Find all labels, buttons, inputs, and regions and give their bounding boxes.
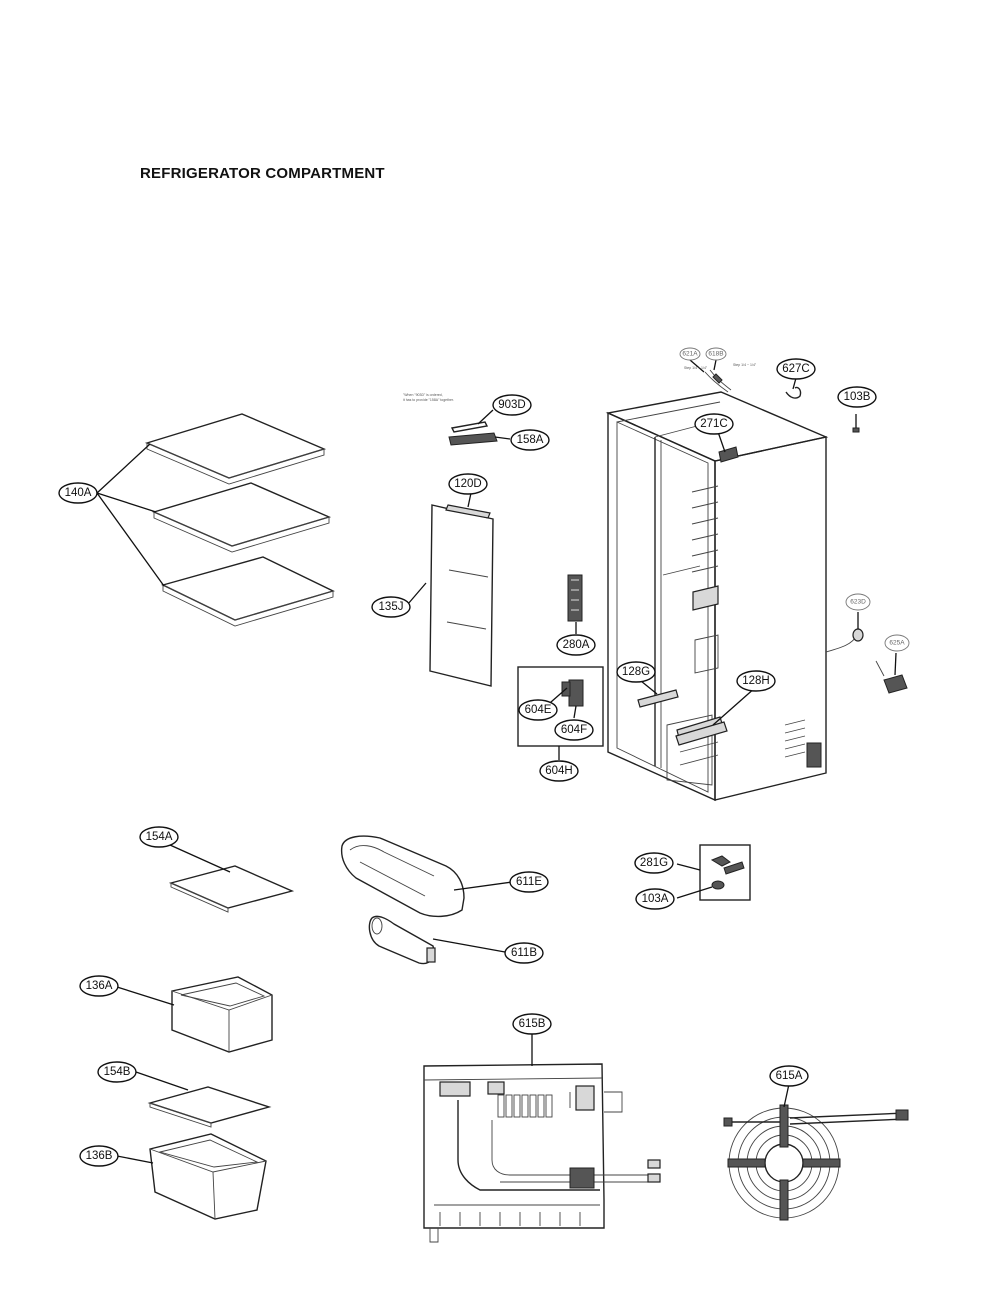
crisper-drawer-136A <box>171 976 273 1053</box>
callout-611E[interactable]: 611E <box>509 871 549 893</box>
callout-135J[interactable]: 135J <box>371 596 411 618</box>
part-128H <box>675 721 728 746</box>
svg-text:136B: 136B <box>86 1150 113 1162</box>
panel-135J <box>429 504 494 687</box>
shelf-154B <box>147 1086 272 1128</box>
screw-103B <box>852 414 860 433</box>
svg-text:281G: 281G <box>640 857 668 869</box>
glass-shelves-140A <box>144 413 335 627</box>
svg-text:618B: 618B <box>708 351 723 358</box>
svg-text:120D: 120D <box>454 478 482 490</box>
svg-text:604E: 604E <box>525 704 552 716</box>
svg-text:903D: 903D <box>498 399 526 411</box>
part-281G <box>710 855 745 875</box>
callout-128G[interactable]: 128G <box>616 661 656 683</box>
callout-136A[interactable]: 136A <box>79 975 119 997</box>
svg-text:604H: 604H <box>545 765 573 777</box>
svg-text:158A: 158A <box>517 434 544 446</box>
fan-guard-615A <box>723 1104 909 1221</box>
note-line-1: "When "903D" is ordered, <box>403 393 443 397</box>
dispenser-assembly-615B <box>423 1063 661 1243</box>
svg-text:128H: 128H <box>742 675 770 687</box>
part-625A <box>875 660 908 694</box>
note-line-2: it has to provide "158A" together. <box>403 398 454 402</box>
svg-text:623D: 623D <box>850 599 866 606</box>
group-box-604H <box>517 666 604 747</box>
callout-154B[interactable]: 154B <box>97 1061 137 1083</box>
callout-154A[interactable]: 154A <box>139 826 179 848</box>
callout-271C[interactable]: 271C <box>694 413 734 435</box>
svg-text:615A: 615A <box>776 1070 803 1082</box>
callout-140A[interactable]: 140A <box>58 482 98 504</box>
bracket-158A <box>448 432 498 446</box>
svg-text:611E: 611E <box>516 876 542 888</box>
svg-text:611B: 611B <box>511 947 537 959</box>
part-103A <box>711 880 725 890</box>
note-903D: "When "903D" is ordered, it has to provi… <box>403 393 454 402</box>
callout-128H[interactable]: 128H <box>736 670 776 692</box>
svg-text:103A: 103A <box>642 893 669 905</box>
svg-text:280A: 280A <box>563 639 590 651</box>
shelf-154A <box>168 865 295 913</box>
water-filter-611B <box>368 915 436 965</box>
svg-text:271C: 271C <box>700 418 728 430</box>
svg-text:128G: 128G <box>622 666 650 678</box>
cord-623D <box>825 628 864 653</box>
callout-604F[interactable]: 604F <box>554 719 594 741</box>
callout-623D[interactable]: 623D <box>845 593 871 611</box>
callout-615A[interactable]: 615A <box>769 1065 809 1087</box>
part-604F <box>561 679 584 707</box>
callout-103B[interactable]: 103B <box>837 386 877 408</box>
callout-280A[interactable]: 280A <box>556 634 596 656</box>
svg-text:627C: 627C <box>782 363 810 375</box>
wire-harness-621A-618B <box>704 369 732 393</box>
callout-618B[interactable]: 618B <box>705 347 727 361</box>
cover-903D <box>450 421 489 433</box>
group-box-281G <box>699 844 751 901</box>
callout-604H[interactable]: 604H <box>539 760 579 782</box>
callout-611B[interactable]: 611B <box>504 942 544 964</box>
svg-text:154A: 154A <box>146 831 173 843</box>
callout-120D[interactable]: 120D <box>448 473 488 495</box>
callout-615B[interactable]: 615B <box>512 1013 552 1035</box>
svg-text:604F: 604F <box>561 724 587 736</box>
callout-627C[interactable]: 627C <box>776 358 816 380</box>
callout-158A[interactable]: 158A <box>510 429 550 451</box>
part-627C <box>785 386 802 399</box>
callout-625A[interactable]: 625A <box>884 634 910 652</box>
filter-cover-611E <box>340 835 465 918</box>
callout-136B[interactable]: 136B <box>79 1145 119 1167</box>
callout-281G[interactable]: 281G <box>634 852 674 874</box>
svg-text:625A: 625A <box>889 640 905 647</box>
svg-text:Step 1/4 ~ 1/4": Step 1/4 ~ 1/4" <box>684 366 708 370</box>
svg-text:621A: 621A <box>682 351 698 358</box>
page-title: REFRIGERATOR COMPARTMENT <box>140 165 385 182</box>
svg-text:135J: 135J <box>379 601 404 613</box>
part-280A <box>567 574 583 622</box>
refrigerator-cabinet <box>605 391 829 802</box>
svg-text:Step 1/4 ~ 1/4": Step 1/4 ~ 1/4" <box>733 363 757 367</box>
crisper-drawer-136B <box>149 1133 267 1220</box>
callout-103A[interactable]: 103A <box>635 888 675 910</box>
svg-text:103B: 103B <box>844 391 871 403</box>
part-128G <box>637 689 679 708</box>
callout-621A[interactable]: 621A <box>679 347 701 361</box>
svg-text:615B: 615B <box>519 1018 546 1030</box>
callout-604E[interactable]: 604E <box>518 699 558 721</box>
callout-903D[interactable]: 903D <box>492 394 532 416</box>
svg-text:154B: 154B <box>104 1066 131 1078</box>
svg-text:140A: 140A <box>65 487 92 499</box>
svg-text:136A: 136A <box>86 980 113 992</box>
